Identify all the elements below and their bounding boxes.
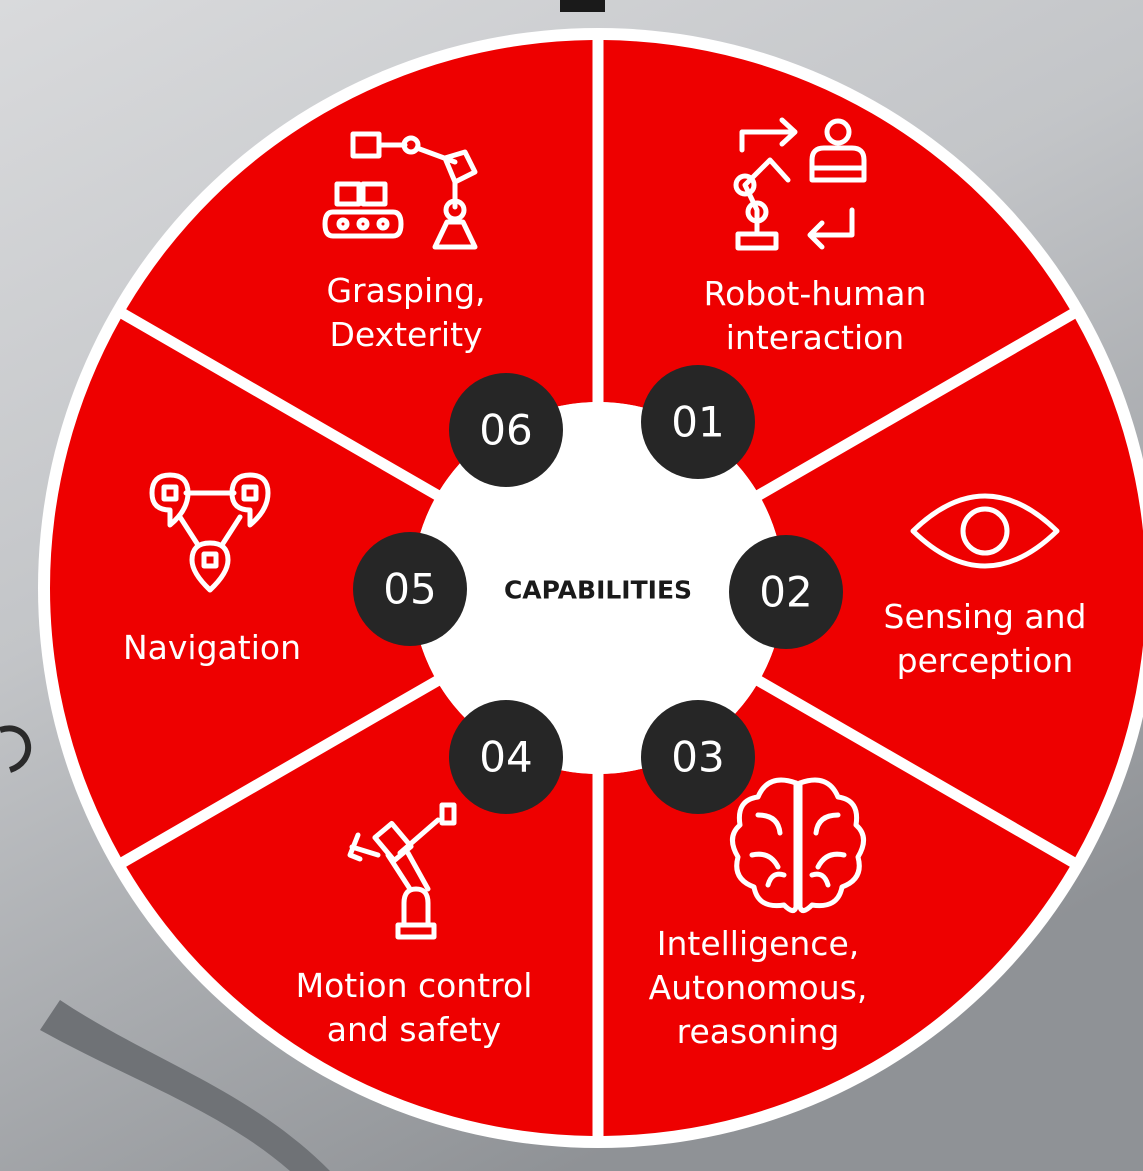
badge-04: 04 — [449, 700, 563, 814]
segment-label-line: Motion control — [296, 966, 533, 1005]
badge-circle — [449, 373, 563, 487]
badge-number: 01 — [671, 398, 724, 447]
badge-number: 05 — [383, 565, 436, 614]
segment-06 — [126, 40, 593, 491]
badge-circle — [729, 535, 843, 649]
segment-label-line: reasoning — [677, 1012, 840, 1051]
badge-number: 06 — [479, 406, 532, 455]
segment-label-line: Robot-human — [704, 274, 927, 313]
badge-06: 06 — [449, 373, 563, 487]
segment-label-06: Grasping, Dexterity — [326, 271, 485, 354]
background-tray — [40, 1000, 330, 1171]
badge-circle — [449, 700, 563, 814]
segment-label-line: interaction — [726, 318, 904, 357]
segment-label-03: Intelligence, Autonomous, reasoning — [649, 924, 868, 1051]
background-cable — [0, 725, 31, 773]
segment-label-line: Navigation — [123, 628, 301, 667]
map-pins-icon — [149, 472, 271, 593]
segment-label-line: Sensing and — [884, 597, 1087, 636]
badge-number: 03 — [671, 733, 724, 782]
segment-label-line: perception — [897, 641, 1074, 680]
badge-circle — [641, 700, 755, 814]
badge-number: 04 — [479, 733, 532, 782]
segment-label-line: Dexterity — [329, 315, 482, 354]
segment-05 — [49, 318, 435, 858]
badge-05: 05 — [353, 532, 467, 646]
robot-human-interaction-icon — [733, 117, 867, 251]
segment-label-line: Grasping, — [326, 271, 485, 310]
segment-label-04: Motion control and safety — [296, 966, 533, 1049]
badge-circle — [353, 532, 467, 646]
brain-icon — [730, 777, 866, 913]
segment-02 — [761, 318, 1143, 858]
background-dark-strip — [560, 0, 605, 12]
badge-number: 02 — [759, 568, 812, 617]
segment-label-line: and safety — [327, 1010, 501, 1049]
badge-03: 03 — [641, 700, 755, 814]
badge-01: 01 — [641, 365, 755, 479]
segment-label-02: Sensing and perception — [884, 597, 1087, 680]
badge-02: 02 — [729, 535, 843, 649]
center-circle — [412, 402, 784, 774]
robot-arm-icon — [347, 802, 457, 940]
segment-label-line: Autonomous, — [649, 968, 868, 1007]
center-label: CAPABILITIES — [504, 576, 692, 605]
segment-label-05: Navigation — [123, 628, 301, 667]
robot-arm-conveyor-icon — [322, 131, 478, 250]
badge-circle — [641, 365, 755, 479]
eye-icon — [910, 493, 1060, 569]
segment-label-01: Robot-human interaction — [704, 274, 927, 357]
segment-label-line: Intelligence, — [657, 924, 860, 963]
